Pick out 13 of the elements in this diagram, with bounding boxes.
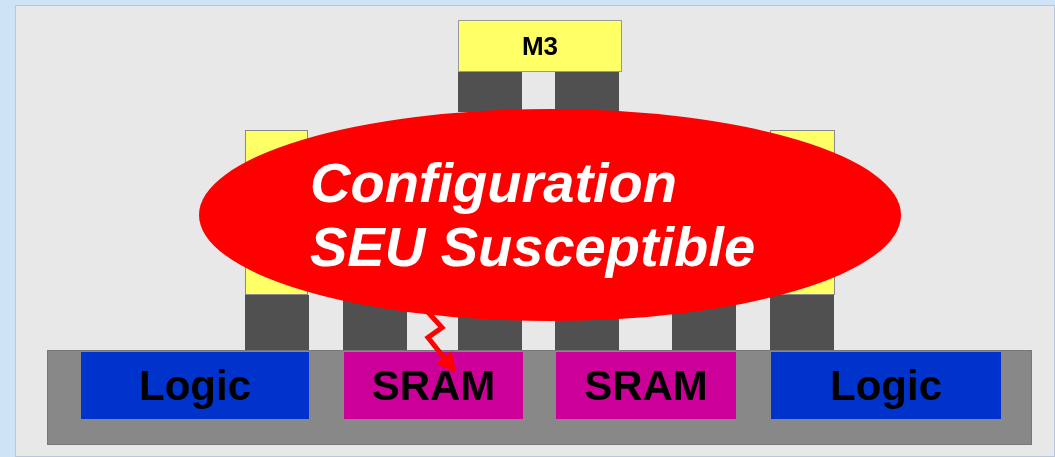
block-label: M3 bbox=[521, 29, 559, 63]
callout-text: Configuration SEU Susceptible bbox=[309, 151, 757, 279]
metal-layer-box bbox=[458, 20, 622, 72]
block-box bbox=[771, 352, 1001, 419]
block-box bbox=[344, 352, 523, 419]
block-box bbox=[556, 352, 736, 419]
block-box bbox=[81, 352, 309, 419]
callout-tooltip bbox=[198, 108, 902, 322]
block-label: Logic bbox=[139, 361, 251, 411]
block-label: SRAM bbox=[371, 361, 496, 411]
substrate-bar bbox=[47, 350, 1032, 445]
block-label: Logic bbox=[830, 361, 942, 411]
block-label: SRAM bbox=[584, 361, 708, 411]
